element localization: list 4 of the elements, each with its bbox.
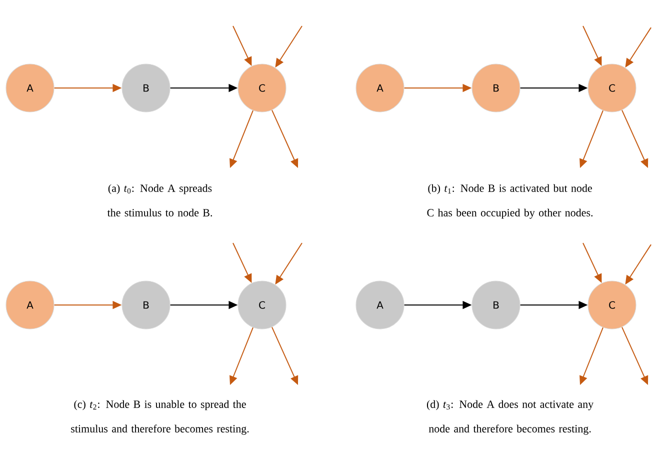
caption: (c) t$_{2}$: Node B is unable to spread the stimulus and therefore becomes resting. [71,400,249,435]
caption: (d) t$_{3}$: Node A does not activate any node and therefore becomes resting. [426,400,594,435]
caption: (b) t$_{1}$: Node B is activated but node C has been occupied by other nodes. [427,184,593,219]
caption: (a) t$_{0}$: Node A spreads the stimulus to node B. [107,184,212,216]
